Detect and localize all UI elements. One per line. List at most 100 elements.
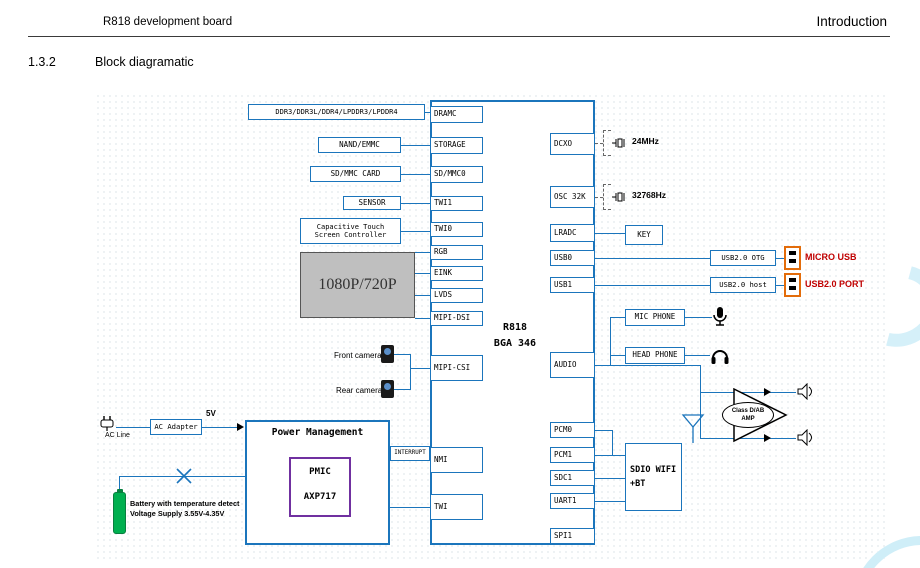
wire	[119, 476, 245, 477]
pin-twi: TWI	[430, 494, 483, 520]
pin-lvds: LVDS	[430, 288, 483, 303]
pin-dcxo: DCXO	[550, 133, 595, 155]
arrowhead	[764, 388, 771, 396]
pin-pcm0: PCM0	[550, 422, 595, 438]
pmic-part-number: AXP717	[303, 492, 337, 502]
wire	[685, 355, 710, 356]
headphone-icon	[711, 350, 729, 364]
antenna-icon	[681, 414, 705, 443]
pin-usb1: USB1	[550, 277, 595, 293]
wire	[603, 130, 611, 131]
wire	[410, 368, 430, 369]
crystal-24mhz-label: 24MHz	[632, 136, 659, 146]
ddr-memory-box: DDR3/DDR3L/DDR4/LPDDR3/LPDDR4	[248, 104, 425, 120]
pin-sd-mmc0: SD/MMC0	[430, 166, 483, 183]
arrowhead	[764, 434, 771, 442]
wire	[603, 130, 604, 156]
interrupt-box: INTERRUPT	[390, 446, 430, 461]
display-panel-box: 1080P/720P	[300, 252, 415, 318]
wire	[610, 317, 611, 365]
pin-spi1: SPI1	[550, 528, 595, 544]
power-management-label: Power Management	[271, 427, 364, 438]
ac-line-label: AC Line	[105, 432, 130, 439]
wire	[776, 285, 784, 286]
battery-label: Battery with temperature detect Voltage …	[130, 499, 240, 518]
battery-icon	[117, 489, 123, 493]
wire	[612, 430, 613, 455]
wire	[595, 197, 603, 198]
wire	[610, 317, 625, 318]
crystal-32k-label: 32768Hz	[632, 190, 667, 200]
wire	[401, 231, 430, 232]
sd-card-box: SD/MMC CARD	[310, 166, 401, 182]
wire	[415, 273, 430, 274]
head-phone-box: HEAD PHONE	[625, 347, 685, 364]
rear-camera-icon	[381, 380, 394, 398]
pin-twi0: TWI0	[430, 222, 483, 237]
sensor-box: SENSOR	[343, 196, 401, 210]
wire	[415, 295, 430, 296]
wire	[700, 365, 701, 438]
ac-adapter-box: AC Adapter	[150, 419, 202, 435]
speaker-top-icon	[797, 383, 812, 400]
pmic-label: PMIC	[309, 467, 331, 477]
pin-eink: EINK	[430, 266, 483, 281]
wire	[603, 155, 611, 156]
usb-host-box: USB2.0 host	[710, 277, 776, 293]
wire	[119, 477, 120, 493]
pin-pcm1: PCM1	[550, 447, 595, 463]
battery-icon	[113, 492, 126, 534]
sdio-wifi-box: SDIO WIFI +BT	[625, 443, 682, 511]
pin-usb0: USB0	[550, 250, 595, 266]
section-title: Block diagramatic	[95, 55, 194, 69]
usb-otg-connector-icon	[784, 246, 801, 270]
wire	[415, 252, 430, 253]
usb-port-label: USB2.0 PORT	[805, 279, 865, 289]
wire	[394, 354, 410, 355]
wire	[401, 203, 430, 204]
rear-camera-label: Rear camera	[336, 386, 383, 395]
wire	[595, 233, 625, 234]
wire	[425, 112, 430, 113]
pin-osc-32k: OSC 32K	[550, 186, 595, 208]
pin-lradc: LRADC	[550, 224, 595, 242]
wire	[595, 455, 625, 456]
header-right: Introduction	[816, 14, 887, 29]
wire	[394, 389, 410, 390]
wire	[595, 478, 625, 479]
soc-label: R818 BGA 346	[493, 322, 537, 349]
pin-dramc: DRAMC	[430, 106, 483, 123]
microphone-icon	[713, 307, 727, 326]
pin-nmi: NMI	[430, 447, 483, 473]
micro-usb-label: MICRO USB	[805, 252, 857, 262]
pin-sdc1: SDC1	[550, 470, 595, 486]
five-volt-label: 5V	[206, 409, 216, 418]
key-box: KEY	[625, 225, 663, 245]
header-left: R818 development board	[103, 16, 233, 28]
pin-storage: STORAGE	[430, 137, 483, 154]
wire	[610, 355, 625, 356]
wire	[595, 365, 700, 366]
wire	[595, 501, 625, 502]
wire	[202, 427, 241, 428]
touch-controller-box: Capacitive Touch Screen Controller	[300, 218, 401, 244]
header-rule	[28, 36, 890, 37]
wire	[401, 145, 430, 146]
arrowhead	[237, 423, 244, 431]
pin-uart1: UART1	[550, 493, 595, 509]
wire	[603, 209, 611, 210]
wire	[595, 285, 710, 286]
wire	[685, 317, 712, 318]
pin-twi1: TWI1	[430, 196, 483, 211]
wire	[595, 143, 603, 144]
wire	[700, 438, 796, 439]
wire	[603, 184, 604, 210]
front-camera-label: Front camera	[334, 351, 382, 360]
wire	[410, 354, 411, 390]
wire	[595, 258, 710, 259]
section-number: 1.3.2	[28, 55, 56, 69]
pin-audio: AUDIO	[550, 352, 595, 378]
pin-mipi-dsi: MIPI-DSI	[430, 311, 483, 326]
wire	[603, 184, 611, 185]
